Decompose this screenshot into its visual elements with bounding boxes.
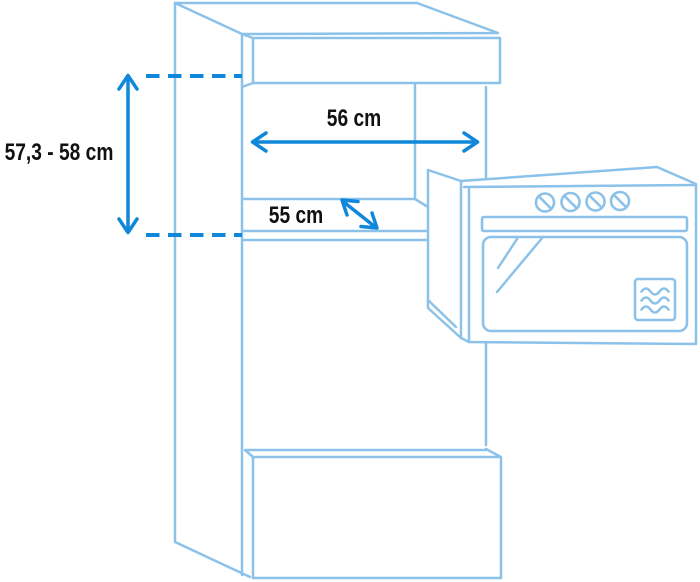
cabinet-shelf (241, 197, 432, 242)
height-dimension-arrow (117, 73, 139, 235)
oven-body-edges (426, 179, 698, 344)
microwave-icon (633, 277, 677, 322)
oven-body (426, 165, 698, 346)
oven-drawing (426, 165, 698, 346)
cabinet-left-panel (173, 1, 252, 579)
oven-handle (480, 215, 689, 233)
cabinet-bottom-drawer (243, 447, 503, 580)
oven-door-glass-reflections (495, 235, 545, 294)
cabinet-top-face (173, 1, 500, 36)
dimension-annotations (117, 73, 480, 237)
width-dimension-arrow (250, 131, 480, 153)
oven-door (481, 235, 689, 333)
niche-height-label: 57,3 - 58 cm (4, 139, 114, 166)
oven-knob-icons (534, 190, 631, 213)
niche-width-label: 56 cm (326, 105, 382, 132)
cabinet-top-drawer (240, 32, 502, 89)
niche-depth-label: 55 cm (268, 202, 324, 229)
depth-dimension-arrow (340, 198, 379, 230)
